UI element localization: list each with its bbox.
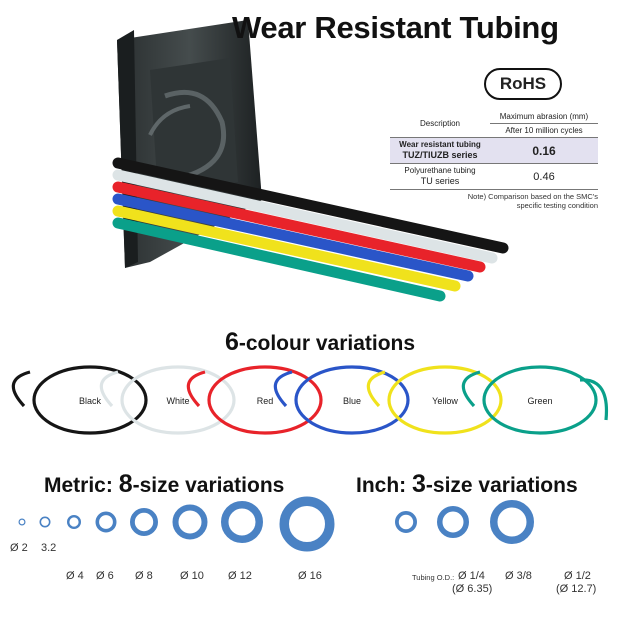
rohs-badge: RoHS bbox=[484, 68, 562, 100]
inch-ring-3-8 bbox=[437, 506, 469, 538]
colour-label: White bbox=[166, 396, 190, 406]
blue-tube bbox=[112, 193, 474, 282]
row-line1: Wear resistant tubing bbox=[399, 140, 481, 149]
size-rings bbox=[18, 496, 534, 552]
metric-ring-2 bbox=[18, 518, 26, 526]
row-line1: Polyurethane tubing bbox=[404, 166, 476, 175]
row-line2: TUZ/TIUZB series bbox=[402, 150, 478, 160]
inch-heading: Inch: 3-size variations bbox=[356, 470, 578, 498]
metric-heading: Metric: 8-size variations bbox=[44, 470, 285, 498]
tubing-illustration bbox=[112, 20, 509, 302]
metric-size-label: Ø 8 bbox=[135, 570, 153, 582]
metric-size-label: 3.2 bbox=[41, 542, 57, 554]
colour-coil-red bbox=[186, 365, 323, 435]
header-cycles: After 10 million cycles bbox=[490, 123, 598, 138]
yellow-tube bbox=[112, 205, 461, 292]
red-tube bbox=[112, 181, 486, 273]
colour-coils bbox=[11, 365, 609, 435]
inch-size-sub: (Ø 12.7) bbox=[556, 583, 597, 595]
metric-ring-12 bbox=[221, 501, 263, 543]
page-title: Wear Resistant Tubing bbox=[232, 10, 559, 45]
colour-coil-black bbox=[11, 365, 148, 435]
metric-ring-6 bbox=[95, 511, 117, 533]
metric-size-label: Ø 4 bbox=[66, 570, 84, 582]
colour-coil-white bbox=[99, 365, 236, 435]
comparison-table: Description Maximum abrasion (mm) After … bbox=[390, 110, 598, 210]
metric-size-label: Ø 12 bbox=[228, 570, 252, 582]
white-tube bbox=[112, 169, 498, 264]
row-value: 0.16 bbox=[490, 137, 598, 164]
header-description: Description bbox=[390, 110, 490, 138]
row-value: 0.46 bbox=[490, 163, 598, 190]
tubing-od-label: Tubing O.D.: bbox=[412, 573, 455, 582]
colour-label: Green bbox=[527, 396, 553, 406]
inch-size-label: Ø 1/4 bbox=[458, 570, 485, 582]
colour-coil-green bbox=[461, 365, 609, 435]
colour-coil-yellow bbox=[366, 365, 503, 435]
metric-size-label: Ø 10 bbox=[180, 570, 204, 582]
green-tube bbox=[112, 217, 446, 302]
inch-ring-1-4 bbox=[394, 510, 417, 534]
colour-coil-blue bbox=[273, 365, 410, 435]
inch-ring-1-2 bbox=[490, 500, 534, 544]
metric-ring-16 bbox=[279, 496, 335, 552]
metric-size-label: Ø 2 bbox=[10, 542, 28, 554]
colour-label: Blue bbox=[342, 396, 361, 406]
metric-size-label: Ø 16 bbox=[298, 570, 322, 582]
colour-label: Red bbox=[256, 396, 274, 406]
tubes bbox=[112, 157, 509, 302]
metric-size-label: Ø 6 bbox=[96, 570, 114, 582]
table-row: Wear resistant tubing TUZ/TIUZB series 0… bbox=[390, 137, 598, 164]
colour-label: Yellow bbox=[432, 396, 458, 406]
metric-ring-8 bbox=[129, 507, 158, 537]
colour-label: Black bbox=[78, 396, 101, 406]
metric-ring-10 bbox=[172, 504, 208, 540]
black-tube bbox=[112, 157, 509, 254]
row-line2: TU series bbox=[420, 176, 460, 186]
inch-size-sub: (Ø 6.35) bbox=[452, 583, 493, 595]
colour-heading: 6-colour variations bbox=[224, 328, 416, 356]
metric-ring-3-2 bbox=[39, 516, 51, 528]
table-note: Note) Comparison based on the SMC's spec… bbox=[467, 192, 598, 210]
inch-size-label: Ø 3/8 bbox=[505, 570, 532, 582]
metric-ring-4 bbox=[66, 515, 81, 530]
header-abrasion: Maximum abrasion (mm) bbox=[490, 110, 598, 124]
inch-size-label: Ø 1/2 bbox=[564, 570, 591, 582]
table-row: Polyurethane tubing TU series 0.46 bbox=[390, 163, 598, 190]
